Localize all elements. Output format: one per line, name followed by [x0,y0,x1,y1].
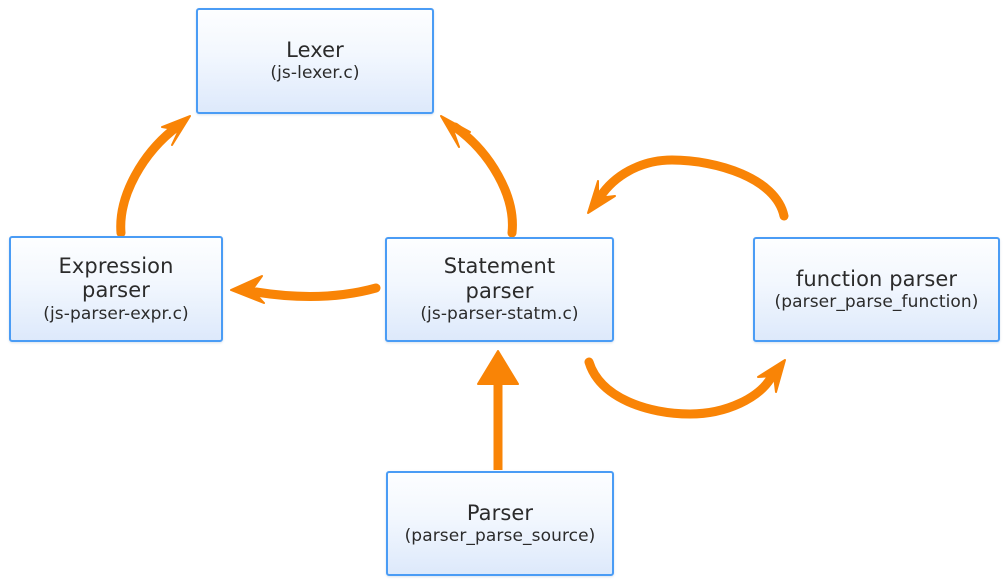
arrow-parser-to-statement-parser [477,350,519,470]
node-expression-parser[interactable]: Expression parser (js-parser-expr.c) [9,236,223,342]
node-function-parser-subtitle: (parser_parse_function) [774,291,979,312]
arrow-function-parser-to-statement-parser [587,155,789,221]
node-parser-subtitle: (parser_parse_source) [404,525,596,546]
node-function-parser-title: function parser [795,266,958,291]
node-statement-parser-subtitle: (js-parser-statm.c) [420,304,579,325]
arrow-statement-parser-to-lexer [440,115,517,238]
arrow-statement-parser-to-function-parser [584,357,786,419]
node-expression-parser-subtitle: (js-parser-expr.c) [43,303,189,324]
arrow-statement-parser-to-expression-parser [230,275,381,304]
node-lexer-title: Lexer [286,38,344,63]
node-expression-parser-title: Expression parser [58,253,174,303]
node-statement-parser[interactable]: Statement parser (js-parser-statm.c) [385,237,614,342]
node-lexer[interactable]: Lexer (js-lexer.c) [196,8,434,114]
node-parser-title: Parser [466,500,534,525]
arrow-expression-parser-to-lexer [116,115,191,238]
node-function-parser[interactable]: function parser (parser_parse_function) [753,237,1000,342]
node-parser[interactable]: Parser (parser_parse_source) [386,471,614,576]
node-statement-parser-title: Statement parser [443,254,556,303]
node-lexer-subtitle: (js-lexer.c) [270,63,360,84]
